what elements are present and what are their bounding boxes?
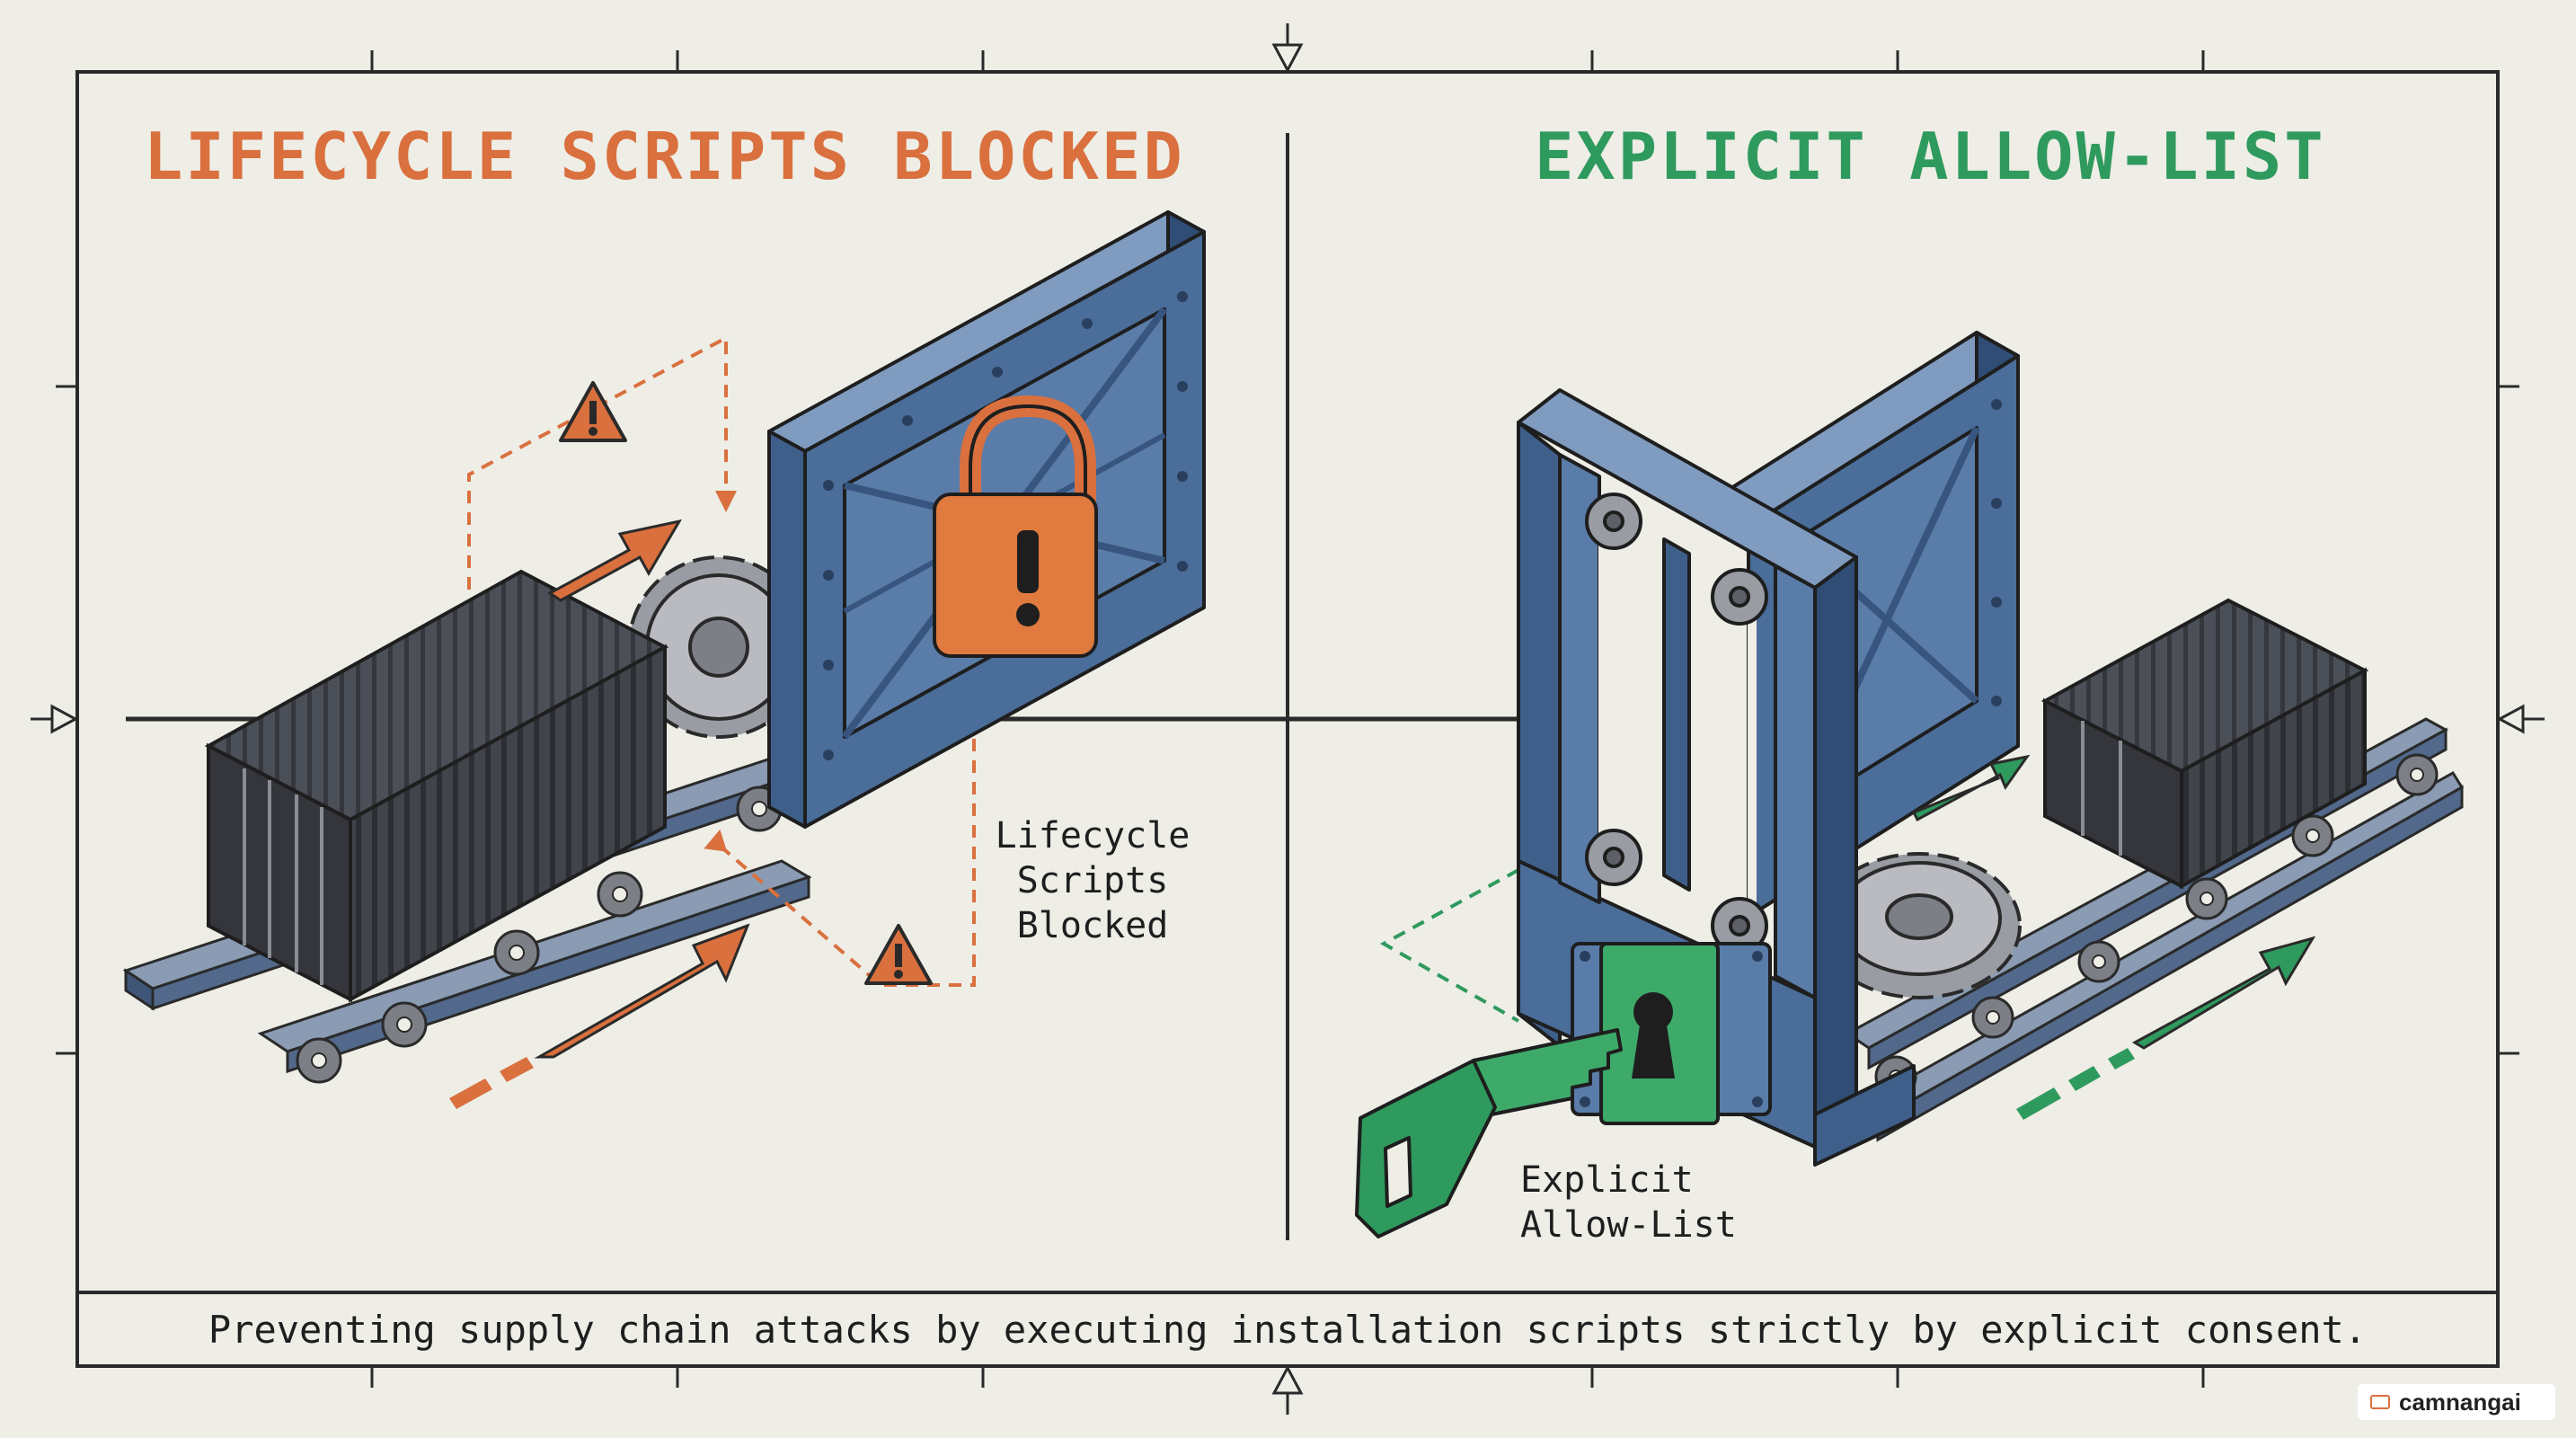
label-line: Allow-List (1520, 1204, 1737, 1246)
right-panel-title: EXPLICIT ALLOW-LIST (1535, 119, 2326, 194)
dashed-trail-icon (2016, 1048, 2135, 1120)
watermark-text: camnangai (2399, 1388, 2521, 1416)
left-panel-title: LIFECYCLE SCRIPTS BLOCKED (144, 119, 1185, 194)
steel-gate-icon (1705, 331, 2020, 919)
label-line: Explicit (1520, 1159, 1694, 1201)
warning-icon (559, 381, 627, 442)
watermark-badge: camnangai (2358, 1384, 2555, 1420)
left-panel (122, 210, 1206, 1109)
allowed-path-guide (1379, 868, 1519, 1023)
warning-icon (864, 924, 933, 985)
watermark-icon (2370, 1395, 2390, 1409)
gear-icon (1817, 852, 2022, 999)
explicit-allow-list-label: Explicit Allow-List (1520, 1158, 1737, 1247)
label-line: Scripts (1016, 860, 1169, 901)
dashed-trail-icon (449, 1057, 534, 1109)
diagram-caption: Preventing supply chain attacks by execu… (208, 1307, 2368, 1352)
blueprint-frame (31, 23, 2545, 1415)
blocked-arrow-icon (534, 519, 750, 1059)
label-line: Blocked (1016, 905, 1169, 946)
label-line: Lifecycle (995, 815, 1191, 857)
key-icon (1355, 1028, 1623, 1238)
shipping-container-icon (204, 569, 669, 1003)
lifecycle-scripts-blocked-label: Lifecycle Scripts Blocked (994, 813, 1191, 948)
keyhole-icon (1599, 942, 1720, 1125)
right-panel (1355, 331, 2465, 1238)
shipping-container-icon (2040, 598, 2369, 890)
guide-arrowheads (704, 491, 737, 852)
allowed-arrow-icon (1911, 754, 2316, 1050)
padlock-icon (933, 395, 1098, 658)
